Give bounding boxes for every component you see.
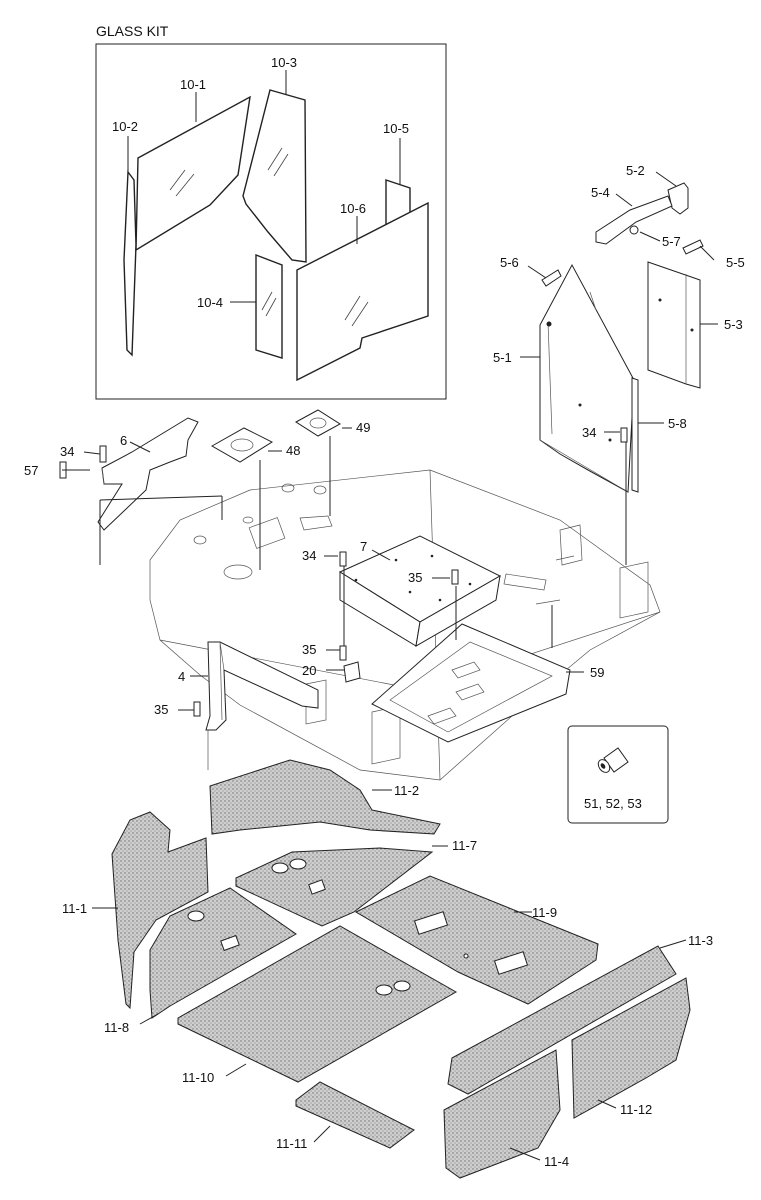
label-35-center: 35 bbox=[408, 570, 422, 585]
label-10-5: 10-5 bbox=[383, 121, 409, 136]
bracket-part-5-4 bbox=[595, 195, 673, 245]
floor-part-6 bbox=[97, 417, 199, 531]
label-34-center: 34 bbox=[302, 548, 316, 563]
label-11-8: 11-8 bbox=[104, 1020, 129, 1035]
glass-part-10-3 bbox=[242, 89, 307, 263]
mat-11-9 bbox=[354, 875, 599, 1005]
bolt-5-5 bbox=[682, 239, 704, 255]
mat-11-8 bbox=[149, 887, 297, 1019]
label-11-7: 11-7 bbox=[452, 838, 477, 853]
label-10-6: 10-6 bbox=[340, 201, 366, 216]
label-57: 57 bbox=[24, 463, 38, 478]
label-11-10: 11-10 bbox=[182, 1070, 214, 1085]
label-5-4: 5-4 bbox=[591, 185, 610, 200]
label-34-right: 34 bbox=[582, 425, 596, 440]
bolt-34-center bbox=[339, 551, 347, 567]
mat-11-1 bbox=[111, 811, 209, 1010]
label-34-left: 34 bbox=[60, 444, 74, 459]
inset-box bbox=[567, 725, 669, 824]
glass-part-10-2 bbox=[123, 170, 137, 357]
mat-11-2 bbox=[209, 759, 441, 835]
bracket-part-5-8 bbox=[631, 377, 639, 493]
label-59: 59 bbox=[590, 665, 604, 680]
label-35-left: 35 bbox=[154, 702, 168, 717]
label-5-2: 5-2 bbox=[626, 163, 645, 178]
bolt-35-mid bbox=[339, 645, 347, 661]
label-11-2: 11-2 bbox=[394, 783, 419, 798]
floor-part-49 bbox=[295, 409, 341, 437]
label-20: 20 bbox=[302, 663, 316, 678]
bolt-35-center bbox=[451, 569, 459, 585]
label-10-2: 10-2 bbox=[112, 119, 138, 134]
glass-part-10-4 bbox=[255, 253, 283, 359]
label-11-12: 11-12 bbox=[620, 1102, 652, 1117]
connector-part-51-52-53 bbox=[597, 747, 629, 773]
label-5-8: 5-8 bbox=[668, 416, 687, 431]
label-5-1: 5-1 bbox=[493, 350, 512, 365]
label-49: 49 bbox=[356, 420, 370, 435]
bracket-part-5-3 bbox=[647, 261, 701, 389]
glass-kit-box bbox=[95, 43, 447, 400]
bolt-34-left bbox=[99, 445, 107, 463]
label-35-mid: 35 bbox=[302, 642, 316, 657]
glass-part-10-6 bbox=[296, 201, 429, 382]
label-11-9: 11-9 bbox=[532, 905, 557, 920]
bracket-part-5-2 bbox=[667, 182, 689, 215]
glass-part-10-1 bbox=[135, 95, 251, 252]
label-5-3: 5-3 bbox=[724, 317, 743, 332]
label-11-11: 11-11 bbox=[276, 1136, 307, 1151]
label-5-5: 5-5 bbox=[726, 255, 745, 270]
label-5-6: 5-6 bbox=[500, 255, 519, 270]
label-11-4: 11-4 bbox=[544, 1154, 569, 1169]
floor-part-48 bbox=[210, 427, 274, 463]
bolt-35-left bbox=[193, 701, 201, 717]
label-11-3: 11-3 bbox=[688, 933, 713, 948]
mat-11-4 bbox=[443, 1049, 561, 1179]
label-10-1: 10-1 bbox=[180, 77, 206, 92]
label-10-3: 10-3 bbox=[271, 55, 297, 70]
mat-11-11 bbox=[295, 1081, 415, 1149]
bracket-part-5-1 bbox=[539, 263, 635, 493]
glass-kit-title: GLASS KIT bbox=[96, 23, 169, 39]
mat-11-3 bbox=[447, 945, 677, 1095]
label-48: 48 bbox=[286, 443, 300, 458]
label-11-1: 11-1 bbox=[62, 901, 87, 916]
label-4: 4 bbox=[178, 669, 185, 684]
floor-part-20 bbox=[343, 661, 361, 683]
nut-5-7 bbox=[629, 225, 639, 235]
bolt-34-right bbox=[620, 427, 628, 443]
floor-part-59 bbox=[371, 623, 571, 743]
mat-11-12 bbox=[571, 977, 691, 1119]
label-7: 7 bbox=[360, 539, 367, 554]
label-51-52-53: 51, 52, 53 bbox=[584, 796, 642, 811]
bolt-5-6 bbox=[541, 269, 562, 287]
label-5-7: 5-7 bbox=[662, 234, 681, 249]
label-10-4: 10-4 bbox=[197, 295, 223, 310]
label-6: 6 bbox=[120, 433, 127, 448]
mat-11-10 bbox=[177, 925, 458, 1083]
